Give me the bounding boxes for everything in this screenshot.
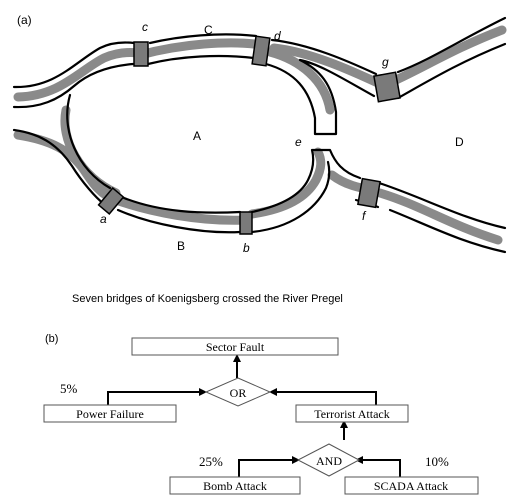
panel-a-label: (a): [17, 13, 32, 27]
power-failure-text: Power Failure: [76, 407, 144, 421]
bomb-attack-text: Bomb Attack: [203, 479, 267, 493]
bridge-b: [239, 211, 253, 235]
sector-fault-box: [131, 337, 339, 356]
bridge-label-f: f: [362, 209, 367, 223]
arrowhead-and-up: [340, 420, 348, 428]
bridge-label-g: g: [382, 55, 389, 69]
tree-gates: [204, 377, 361, 477]
bridge-g: [373, 71, 401, 103]
bomb-attack-box: [169, 476, 301, 495]
and-gate-text: AND: [316, 454, 342, 468]
tree-text: Sector Fault OR AND Power Failure Terror…: [76, 340, 448, 493]
land-label-b: B: [177, 239, 185, 253]
arrowhead-or-right: [269, 388, 277, 396]
scada-attack-box: [344, 476, 479, 495]
koenigsberg-map: (a) A B C D a b c d e f g Seven bridges …: [12, 13, 507, 305]
scada-probability: 10%: [425, 454, 449, 469]
probability-labels: 5% 25% 10%: [60, 381, 449, 469]
power-probability: 5%: [60, 381, 78, 396]
tree-connectors: [107, 357, 401, 477]
river-banks: [12, 16, 507, 254]
land-label-d: D: [455, 135, 464, 149]
land-label-c: C: [204, 23, 213, 37]
sector-fault-text: Sector Fault: [206, 340, 265, 354]
or-gate: [204, 377, 272, 407]
bridge-label-c: c: [142, 20, 148, 34]
bridge-f: [357, 177, 381, 209]
or-gate-text: OR: [230, 386, 247, 400]
bridge-label-d: d: [274, 29, 281, 43]
bridge-d: [251, 35, 271, 67]
tree-boxes: [43, 337, 479, 495]
terrorist-attack-text: Terrorist Attack: [314, 407, 389, 421]
arrowhead-and-left: [292, 456, 300, 464]
bridge-c: [133, 41, 149, 67]
river-shading: [13, 25, 507, 245]
bridges: [97, 35, 401, 235]
bridge-label-e: e: [295, 135, 302, 149]
and-gate: [296, 443, 361, 477]
bridge-label-a: a: [100, 212, 107, 226]
power-failure-box: [43, 404, 177, 423]
map-labels: (a) A B C D a b c d e f g: [17, 13, 464, 255]
bomb-probability: 25%: [199, 454, 223, 469]
land-label-a: A: [193, 129, 201, 143]
panel-a-caption: Seven bridges of Koenigsberg crossed the…: [72, 293, 343, 305]
arrowhead-top: [233, 354, 241, 362]
scada-attack-text: SCADA Attack: [374, 479, 448, 493]
bridge-a: [97, 187, 125, 215]
fault-tree: (b): [43, 333, 479, 495]
bridge-label-b: b: [243, 241, 250, 255]
panel-b-label: (b): [45, 333, 58, 345]
terrorist-attack-box: [295, 404, 409, 423]
arrowhead-or-left: [199, 388, 207, 396]
